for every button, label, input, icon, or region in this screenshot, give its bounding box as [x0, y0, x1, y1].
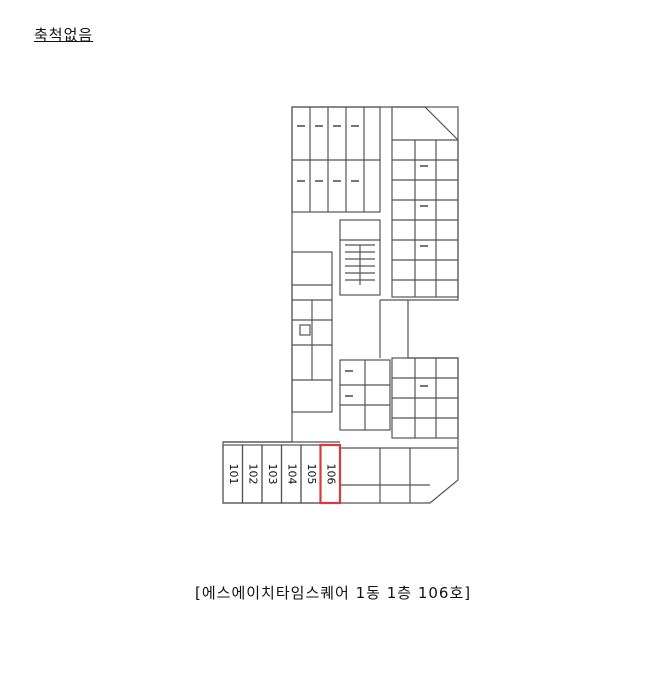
plan-caption: [에스에이치타임스퀘어 1동 1층 106호]: [195, 584, 472, 602]
scale-note: 축척없음: [34, 26, 94, 44]
unit-106-label: 106: [324, 464, 337, 485]
unit-105-label: 105: [305, 464, 318, 485]
unit-103-label: 103: [266, 464, 279, 485]
unit-104-label: 104: [285, 464, 298, 485]
restroom-block: [291, 251, 333, 413]
unit-102-label: 102: [246, 464, 259, 485]
unit-106-box: [319, 443, 342, 505]
unit-101-label: 101: [227, 464, 240, 485]
core-block: [339, 219, 381, 296]
units-group: 101 102 103 104 105 106: [222, 443, 342, 505]
right-upper-block: [391, 106, 459, 298]
